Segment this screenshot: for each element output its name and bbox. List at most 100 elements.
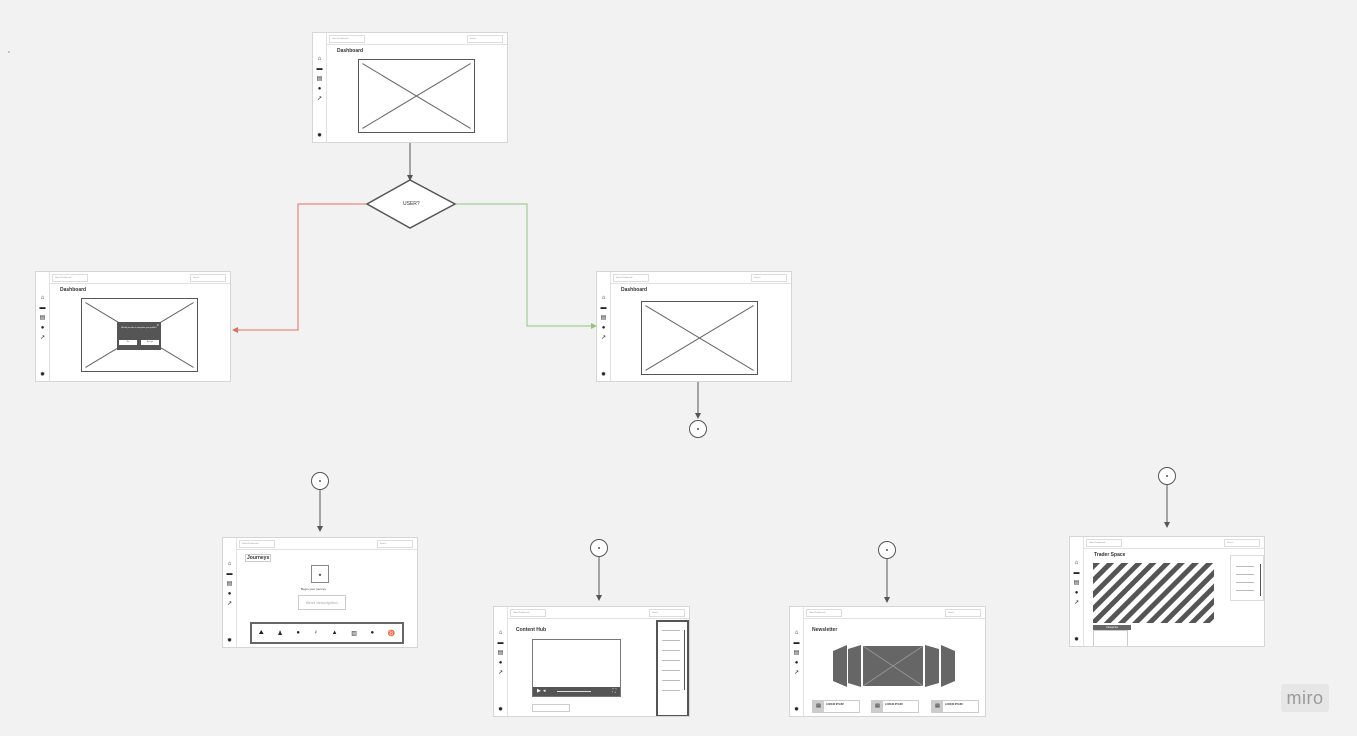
list-item[interactable] <box>1236 574 1254 575</box>
search-input[interactable]: Search <box>190 274 226 282</box>
newspaper-icon[interactable]: ▤ <box>1073 580 1080 586</box>
modal-accept-button[interactable]: Accept <box>141 340 159 345</box>
frame-dashboard-top[interactable]: Home/Dashboard/... Search ⌂ ▬ ▤ ● ↗ ✹ Da… <box>312 32 508 143</box>
list-item[interactable] <box>1236 566 1254 567</box>
gear-icon[interactable]: ✹ <box>793 707 800 713</box>
volume-icon[interactable]: ◂ <box>543 688 546 694</box>
newspaper-icon[interactable]: ▤ <box>600 315 607 321</box>
breadcrumb[interactable]: Home/Dashboard/... <box>1086 539 1122 547</box>
compass-icon[interactable]: ● <box>317 86 322 92</box>
breadcrumb[interactable]: Home/Dashboard/... <box>806 609 842 617</box>
list-item[interactable] <box>662 680 680 681</box>
categories-tab[interactable]: Categories <box>1093 625 1131 630</box>
gear-icon[interactable]: ✹ <box>1073 637 1080 643</box>
search-input[interactable]: Search <box>467 35 503 43</box>
home-icon[interactable]: ⌂ <box>794 630 799 636</box>
compass-icon[interactable]: ● <box>601 325 606 331</box>
gear-icon[interactable]: ✹ <box>226 638 233 644</box>
newspaper-icon[interactable]: ▤ <box>793 650 800 656</box>
frame-dashboard-no[interactable]: Home/Dashboard/... Search ⌂ ▬ ▤ ● ↗ ✹ Da… <box>35 271 231 382</box>
search-input[interactable]: Search <box>649 609 685 617</box>
person-icon[interactable]: ♟ <box>277 630 283 637</box>
newspaper-icon[interactable]: ▤ <box>39 315 46 321</box>
building-icon[interactable]: ▲ <box>331 630 338 636</box>
book-icon[interactable]: ▬ <box>497 640 504 646</box>
book-icon[interactable]: ▬ <box>316 66 323 72</box>
newsletter-card[interactable]: ▤ LOREM IPSUM <box>871 700 919 713</box>
list-item[interactable] <box>662 660 680 661</box>
list-item[interactable] <box>1236 590 1254 591</box>
connector-node[interactable] <box>689 420 707 438</box>
hiking-icon[interactable]: ⛰ <box>258 629 264 636</box>
gear-icon[interactable]: ✹ <box>316 133 323 139</box>
circle-icon[interactable]: ● <box>296 630 300 636</box>
newspaper-icon[interactable]: ▤ <box>316 76 323 82</box>
newspaper-icon[interactable]: ▤ <box>226 581 233 587</box>
content-list-panel[interactable] <box>656 620 689 716</box>
book-icon[interactable]: ▬ <box>226 571 233 577</box>
list-item[interactable] <box>1236 582 1254 583</box>
home-icon[interactable]: ⌂ <box>498 630 503 636</box>
chart-icon[interactable]: ↗ <box>1073 600 1080 606</box>
side-list-panel[interactable] <box>1230 555 1264 601</box>
connector-node[interactable] <box>590 539 608 557</box>
list-item[interactable] <box>662 690 680 691</box>
book-icon[interactable]: ▬ <box>600 305 607 311</box>
frame-newsletter[interactable]: Home/Dashboard/... Search ⌂ ▬ ▤ ● ↗ ✹ Ne… <box>789 606 986 717</box>
chart-icon[interactable]: ↗ <box>316 96 323 102</box>
medal-icon[interactable]: ♉ <box>387 630 396 637</box>
connector-node[interactable] <box>311 472 329 490</box>
video-player[interactable]: ▶ ◂ ⛶ <box>532 639 621 697</box>
chart-icon[interactable]: ↗ <box>226 601 233 607</box>
video-progress-bar[interactable] <box>557 691 591 692</box>
bulb-icon[interactable]: ♀ <box>313 630 319 636</box>
search-input[interactable]: Search <box>945 609 981 617</box>
compass-icon[interactable]: ● <box>1074 590 1079 596</box>
chart-icon[interactable]: ↗ <box>39 335 46 341</box>
gear-icon[interactable]: ✹ <box>39 372 46 378</box>
list-item[interactable] <box>662 630 680 631</box>
fullscreen-icon[interactable]: ⛶ <box>612 688 616 694</box>
search-input[interactable]: Search <box>751 274 787 282</box>
gear-icon[interactable]: ✹ <box>497 707 504 713</box>
connector-node[interactable] <box>1158 467 1176 485</box>
breadcrumb[interactable]: Home/Dashboard/... <box>52 274 88 282</box>
book-icon[interactable]: ▬ <box>1073 570 1080 576</box>
categories-list[interactable] <box>1093 630 1128 646</box>
bank-icon[interactable]: ▥ <box>351 630 357 637</box>
newsletter-card[interactable]: ▤ LOREM IPSUM <box>812 700 860 713</box>
home-icon[interactable]: ⌂ <box>227 561 232 567</box>
book-icon[interactable]: ▬ <box>793 640 800 646</box>
breadcrumb[interactable]: Home/Dashboard/... <box>329 35 365 43</box>
frame-dashboard-yes[interactable]: Home/Dashboard/... Search ⌂ ▬ ▤ ● ↗ ✹ Da… <box>596 271 792 382</box>
book-icon[interactable]: ▬ <box>39 305 46 311</box>
breadcrumb[interactable]: Home/Dashboard/... <box>613 274 649 282</box>
breadcrumb[interactable]: Home/Dashboard/... <box>239 540 275 548</box>
profile-modal[interactable]: × Would you like to complete your profil… <box>117 322 161 350</box>
frame-content-hub[interactable]: Home/Dashboard/... Search ⌂ ▬ ▤ ● ↗ ✹ Co… <box>493 606 690 717</box>
scrollbar[interactable] <box>684 630 685 690</box>
modal-no-button[interactable]: No <box>119 340 137 345</box>
image-carousel[interactable] <box>833 645 955 687</box>
chart-icon[interactable]: ↗ <box>600 335 607 341</box>
play-icon[interactable]: ▶ <box>537 688 541 694</box>
home-icon[interactable]: ⌂ <box>1074 560 1079 566</box>
gear-icon[interactable]: ✹ <box>600 372 607 378</box>
chart-icon[interactable]: ↗ <box>793 670 800 676</box>
video-controls[interactable]: ▶ ◂ ⛶ <box>533 687 620 696</box>
list-item[interactable] <box>662 640 680 641</box>
frame-journeys[interactable]: Home/Dashboard/... Search ⌂ ▬ ▤ ● ↗ ✹ Jo… <box>222 537 418 648</box>
newspaper-icon[interactable]: ▤ <box>497 650 504 656</box>
list-item[interactable] <box>662 670 680 671</box>
connector-node[interactable] <box>878 541 896 559</box>
frame-trader-space[interactable]: Home/Dashboard/... Search ⌂ ▬ ▤ ● ↗ ✹ Tr… <box>1069 536 1265 647</box>
compass-icon[interactable]: ● <box>40 325 45 331</box>
globe-icon[interactable]: ● <box>370 630 375 636</box>
newsletter-card[interactable]: ▤ LOREM IPSUM <box>931 700 979 713</box>
compass-icon[interactable]: ● <box>227 591 232 597</box>
chart-icon[interactable]: ↗ <box>497 670 504 676</box>
compass-icon[interactable]: ● <box>498 660 503 666</box>
home-icon[interactable]: ⌂ <box>601 295 606 301</box>
search-input[interactable]: Search <box>1224 539 1260 547</box>
